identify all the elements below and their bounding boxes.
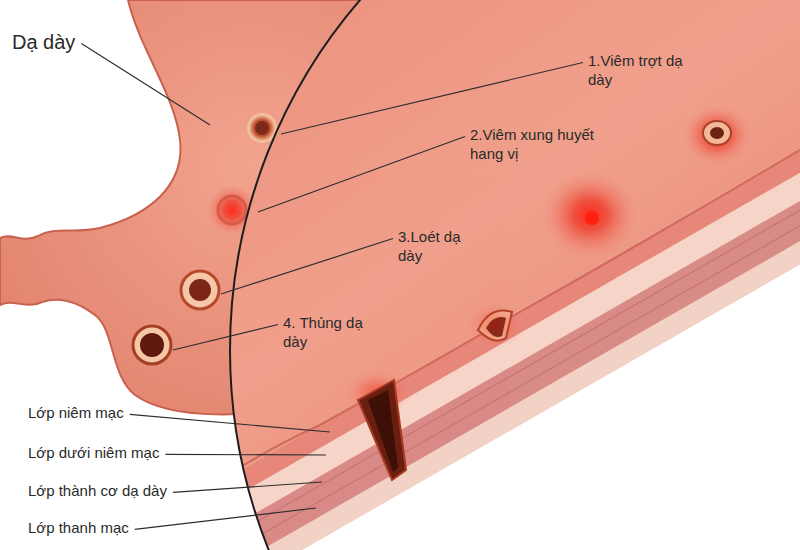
leader-line bbox=[130, 414, 330, 432]
leader-line bbox=[221, 239, 393, 295]
leader-line bbox=[173, 482, 322, 492]
magnifier-outline bbox=[230, 0, 800, 550]
erosion-core bbox=[255, 121, 269, 135]
leader-line bbox=[135, 508, 316, 529]
organ-label: Dạ dày bbox=[12, 30, 75, 55]
layer-label: Lớp thành cơ dạ dày bbox=[28, 482, 167, 501]
callout-label: 3.Loét dạ dày bbox=[398, 228, 468, 266]
callout-label: 4. Thủng dạ dày bbox=[283, 314, 363, 352]
leader-line bbox=[81, 44, 210, 126]
callout-label: 2.Viêm xung huyết hang vị bbox=[470, 126, 620, 164]
ulcer bbox=[181, 271, 219, 309]
ulcer-core bbox=[189, 279, 211, 301]
leader-line bbox=[281, 63, 583, 135]
leader-line bbox=[165, 454, 326, 456]
layer-label: Lớp thanh mạc bbox=[28, 519, 129, 538]
perforation bbox=[133, 326, 171, 364]
leader-line bbox=[173, 325, 278, 351]
callout-label: 1.Viêm trợt dạ dày bbox=[588, 52, 688, 90]
perforation-core bbox=[140, 333, 164, 357]
congestion-rim bbox=[218, 196, 246, 224]
leader-line bbox=[258, 137, 465, 213]
layer-label: Lớp dưới niêm mạc bbox=[28, 444, 159, 463]
layer-label: Lớp niêm mạc bbox=[28, 404, 124, 423]
